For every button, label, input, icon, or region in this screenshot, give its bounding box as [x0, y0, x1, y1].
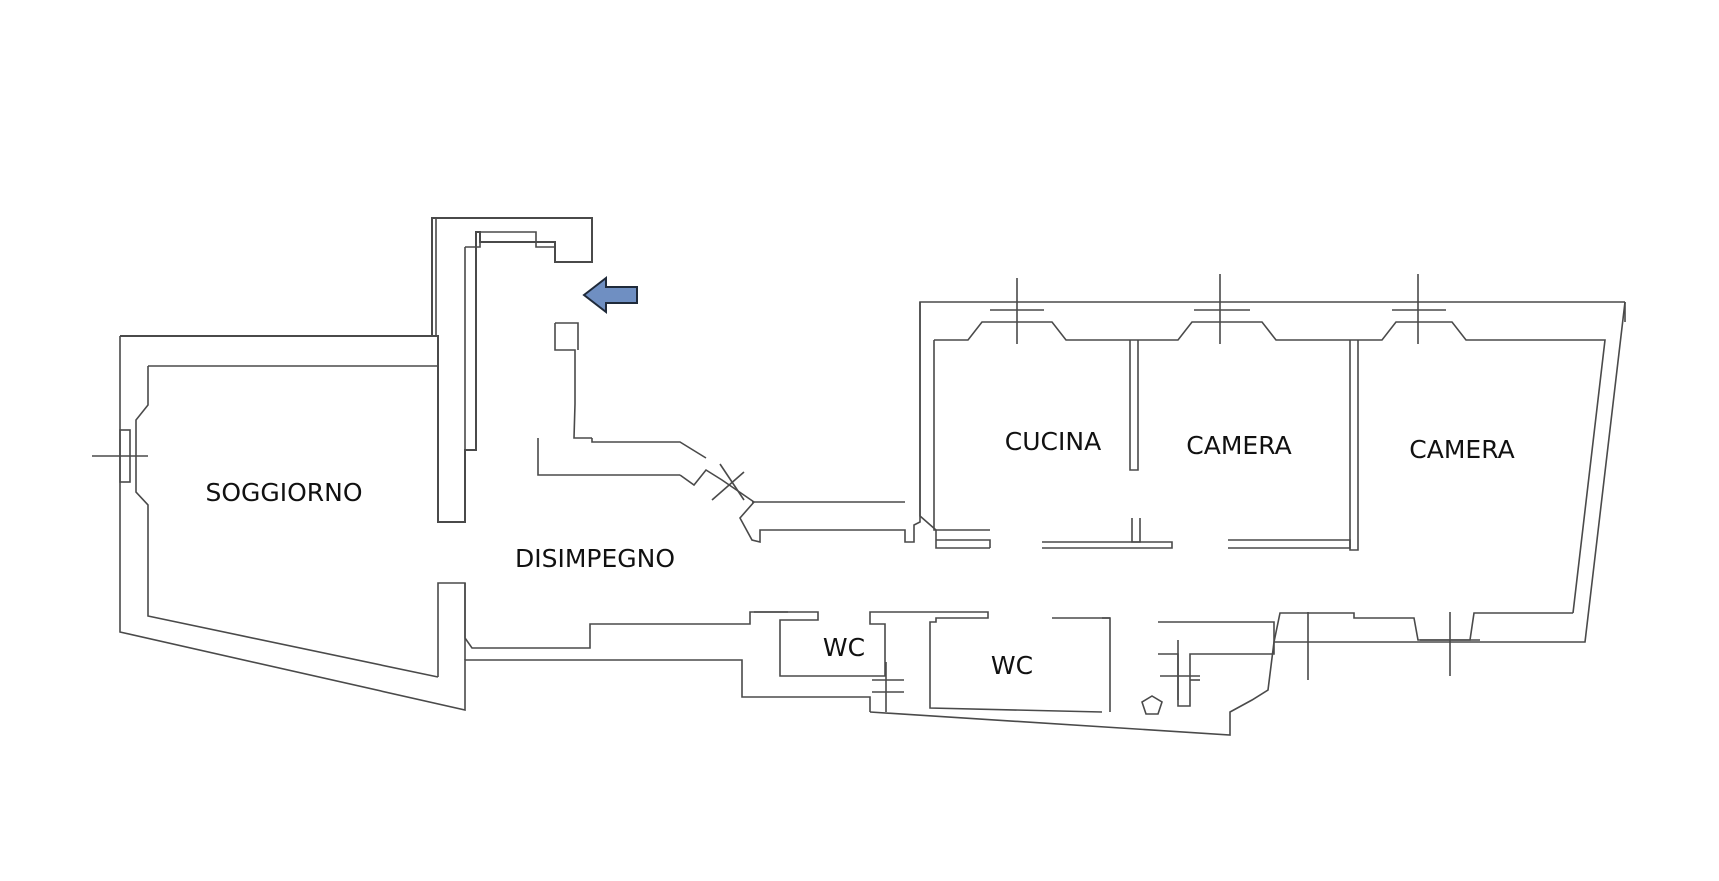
corridor-walls	[464, 301, 1626, 736]
fixture-icon	[1141, 695, 1163, 715]
room-label-cucina: CUCINA	[1005, 427, 1101, 456]
wc-walls	[754, 611, 1275, 715]
room-label-camera-2: CAMERA	[1409, 435, 1514, 464]
right-wing-walls	[919, 274, 1606, 680]
room-label-wc-1: WC	[823, 633, 865, 662]
entrance-shaft	[435, 218, 707, 476]
room-label-wc-2: WC	[991, 651, 1033, 680]
room-label-camera-1: CAMERA	[1186, 431, 1291, 460]
left-wing-walls	[92, 217, 593, 712]
room-label-disimpegno: DISIMPEGNO	[515, 544, 675, 573]
room-label-soggiorno: SOGGIORNO	[205, 478, 362, 507]
door-disimpegno-east	[711, 463, 745, 501]
entrance-arrow-icon	[582, 275, 638, 315]
